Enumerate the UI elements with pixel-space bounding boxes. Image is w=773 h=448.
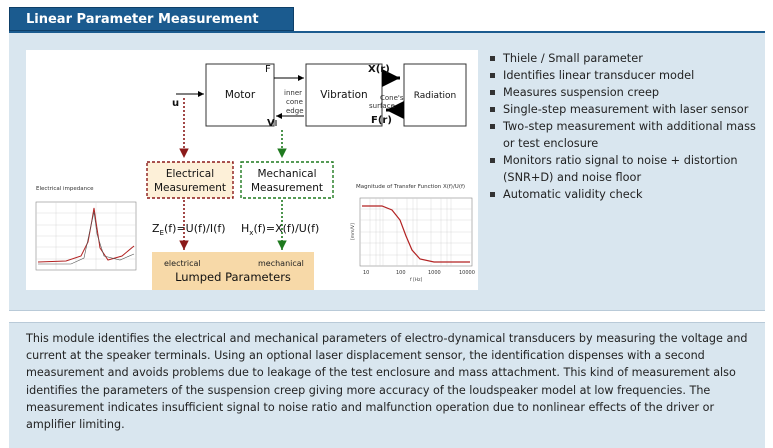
transfer-x-label: f [Hz] xyxy=(410,277,423,283)
impedance-plot-grid xyxy=(36,202,136,270)
mechanical-measurement-box xyxy=(240,161,334,199)
feature-item: Two-step measurement with additional mas… xyxy=(488,118,760,152)
impedance-plot xyxy=(35,201,137,271)
impedance-curve xyxy=(37,207,135,263)
feature-item: Measures suspension creep xyxy=(488,84,760,101)
feature-item: Monitors ratio signal to noise + distort… xyxy=(488,152,760,186)
lpm-diagram-svg: Motor Vibration Radiation F X(r) F(r) Co… xyxy=(35,63,475,290)
transfer-x-tick-0: 10 xyxy=(363,270,369,276)
motor-block xyxy=(205,63,275,127)
header-divider xyxy=(9,31,765,33)
lpm-diagram: Motor Vibration Radiation F X(r) F(r) Co… xyxy=(26,50,478,290)
radiation-block xyxy=(403,63,467,127)
transfer-x-tick-2: 1000 xyxy=(428,270,441,276)
radiation-label: Radiation xyxy=(414,91,457,101)
u-label: u xyxy=(172,98,179,109)
module-description: This module identifies the electrical an… xyxy=(26,332,748,432)
lumped-mechanical: mechanical xyxy=(258,259,304,268)
transfer-x-tick-1: 100 xyxy=(396,270,406,276)
inner-cone-line3: edge xyxy=(286,107,304,115)
feature-item: Identifies linear transducer model xyxy=(488,67,760,84)
vibration-block xyxy=(305,63,383,127)
v-label: V xyxy=(267,118,275,129)
transfer-curve xyxy=(362,205,470,263)
mechanical-box-line1: Mechanical xyxy=(257,168,316,180)
feature-list: Thiele / Small parameter Identifies line… xyxy=(488,50,760,203)
impedance-formula: ZE(f)=U(f)/I(f) xyxy=(152,222,226,237)
fr-label: F(r) xyxy=(371,115,392,126)
vibration-label: Vibration xyxy=(320,89,367,101)
cones-surface-line1: Cone's xyxy=(380,94,404,102)
inner-cone-line2: cone xyxy=(286,98,303,106)
mechanical-box-line2: Measurement xyxy=(251,182,323,194)
xr-label: X(r) xyxy=(368,64,390,75)
force-label: F xyxy=(265,64,271,75)
feature-item: Thiele / Small parameter xyxy=(488,50,760,67)
lumped-parameters-box xyxy=(152,252,314,290)
feature-item: Single-step measurement with laser senso… xyxy=(488,101,760,118)
electrical-measurement-box xyxy=(146,161,234,199)
description-panel xyxy=(9,322,765,448)
section-title: Linear Parameter Measurement (LPM) xyxy=(9,7,294,51)
cones-surface-line2: surface xyxy=(369,102,395,110)
motor-label: Motor xyxy=(225,89,256,101)
impedance-plot-title: Electrical impedance xyxy=(36,186,94,192)
lumped-electrical: electrical xyxy=(164,259,201,268)
feature-item: Automatic validity check xyxy=(488,186,760,203)
transfer-plot: 10 100 1000 10000 f [Hz] [mm/V] xyxy=(350,197,475,283)
transfer-y-label: [mm/V] xyxy=(350,223,356,240)
electrical-box-line2: Measurement xyxy=(154,182,226,194)
transfer-x-tick-3: 10000 xyxy=(459,270,475,276)
lumped-parameters-label: Lumped Parameters xyxy=(175,270,291,284)
transfer-plot-title: Magnitude of Transfer Function X(f)/U(f) xyxy=(356,184,465,190)
transfer-formula: Hx(f)=X(f)/U(f) xyxy=(241,222,319,237)
electrical-box-line1: Electrical xyxy=(166,168,214,180)
impedance-curve-2 xyxy=(38,211,135,265)
inner-cone-line1: inner xyxy=(284,89,302,97)
